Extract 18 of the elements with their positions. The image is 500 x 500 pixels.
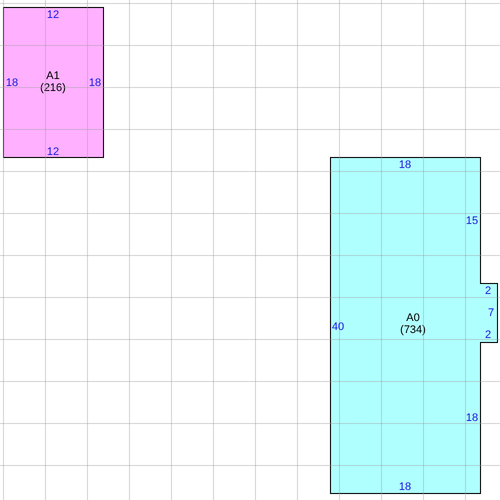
area-shape (3, 7, 104, 158)
dimension-label: 2 (484, 285, 492, 297)
dimension-label: 12 (46, 146, 60, 158)
dimension-label: 2 (484, 329, 492, 341)
area-shape (330, 157, 498, 494)
dimension-label: 7 (488, 307, 494, 319)
dimension-label: 40 (332, 321, 344, 333)
area-value: (734) (400, 324, 426, 336)
dimension-label: 18 (6, 77, 18, 89)
dimension-label: 12 (46, 9, 60, 21)
area-name: A0 (406, 312, 420, 324)
area-value: (216) (40, 82, 66, 94)
dimension-label: 18 (398, 481, 412, 493)
area-name: A1 (46, 70, 60, 82)
dimension-label: 18 (398, 159, 412, 171)
dimension-label: 18 (466, 412, 478, 424)
dimension-label: 15 (466, 215, 478, 227)
dimension-label: 18 (88, 77, 102, 89)
